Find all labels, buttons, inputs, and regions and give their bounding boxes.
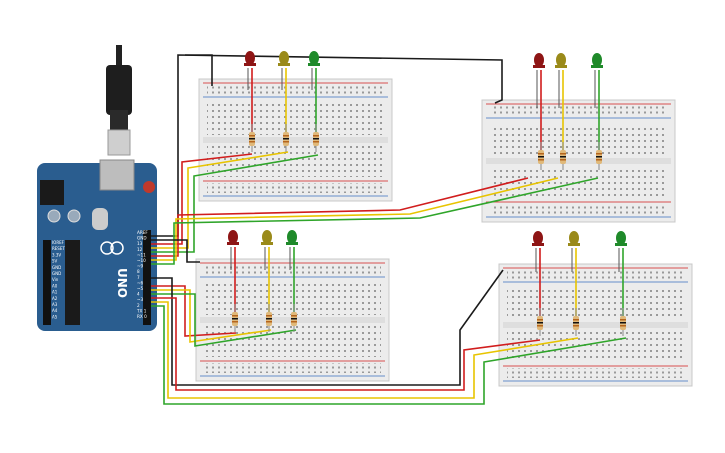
pin-label: A5 (52, 314, 58, 319)
wire-black-bl[interactable] (151, 239, 200, 263)
pin-label: A4 (52, 308, 58, 313)
pin-label: A3 (52, 302, 58, 307)
wire-red-tr[interactable] (151, 177, 529, 257)
wire-green-bl[interactable] (151, 293, 297, 347)
pin-label: GND (137, 236, 147, 241)
led-red-1[interactable] (244, 51, 256, 132)
pin-label: 12 (137, 247, 143, 252)
resistor-3-1[interactable] (232, 304, 238, 332)
wire-green-tr[interactable] (151, 177, 599, 265)
pin-label: ~9 (137, 264, 144, 269)
pin-label: 4 (137, 292, 140, 297)
resistor-1-1[interactable] (249, 124, 255, 152)
resistor-4-3[interactable] (620, 308, 626, 336)
wire-red-tl[interactable] (151, 153, 253, 245)
atmega-chip (65, 240, 80, 325)
uno-label: UNO (115, 268, 129, 298)
pin-label: RX 0 (137, 314, 147, 319)
pin-label: ~10 (137, 258, 146, 263)
wire-yellow-br[interactable] (151, 301, 579, 399)
usb-cable (106, 45, 132, 156)
digital-header (143, 230, 151, 325)
wire-yellow-tl[interactable] (151, 151, 289, 249)
pin-label: 13 (137, 241, 143, 246)
pin-label: ~6 (137, 280, 144, 285)
led-green-2[interactable] (591, 53, 603, 150)
led-green-3[interactable] (286, 230, 298, 312)
led-yellow-2[interactable] (555, 53, 567, 150)
pin-label: GND (52, 265, 61, 270)
breadboard-2[interactable] (481, 99, 676, 223)
pin-label: GND (52, 271, 61, 276)
pin-label: A1 (52, 290, 58, 295)
resistor-4-1[interactable] (537, 308, 543, 336)
pin-label: RESET (52, 246, 65, 251)
wire-yellow-tr[interactable] (151, 177, 559, 261)
led-red-4[interactable] (532, 231, 544, 316)
resistor-2-2[interactable] (560, 142, 566, 170)
pin-label: 7 (137, 275, 140, 280)
pin-label: 5V (52, 259, 58, 264)
pin-label: ~5 (137, 286, 144, 291)
resistor-2-1[interactable] (538, 142, 544, 170)
resistor-3-3[interactable] (291, 304, 297, 332)
power-header (43, 240, 51, 325)
pin-label: AREF (137, 230, 148, 235)
led-yellow-3[interactable] (261, 230, 273, 312)
reset-button[interactable] (143, 181, 155, 193)
pin-label: ~3 (137, 297, 144, 302)
wire-black-br[interactable] (151, 269, 504, 386)
pin-label: 3.3V (52, 252, 61, 257)
wire-green-br[interactable] (151, 305, 627, 405)
led-red-2[interactable] (533, 53, 545, 150)
infinity-logo-icon (100, 241, 114, 255)
breadboard-4[interactable] (498, 263, 693, 387)
led-yellow-1[interactable] (278, 51, 290, 132)
resistor-1-3[interactable] (313, 124, 319, 152)
pin-label: IOREF (52, 240, 65, 245)
pin-label: A0 (52, 283, 58, 288)
pin-label: 2 (137, 303, 140, 308)
led-green-1[interactable] (308, 51, 320, 132)
wire-red-br[interactable] (151, 297, 541, 391)
led-red-3[interactable] (227, 230, 239, 312)
resistor-4-2[interactable] (573, 308, 579, 336)
pin-label: Vin (52, 277, 59, 282)
breadboard-1[interactable] (198, 78, 393, 202)
pin-label: 8 (137, 269, 140, 274)
wire-yellow-bl[interactable] (151, 289, 272, 343)
resistor-3-2[interactable] (266, 304, 272, 332)
resistor-2-3[interactable] (596, 142, 602, 170)
pin-label: ~11 (137, 252, 146, 257)
pin-label: TX 1 (136, 308, 147, 313)
led-green-4[interactable] (615, 231, 627, 316)
led-yellow-4[interactable] (568, 231, 580, 316)
pin-label: A2 (52, 296, 58, 301)
wire-red-bl[interactable] (151, 285, 237, 337)
wire-black-tl[interactable] (185, 54, 213, 86)
wires (151, 54, 627, 405)
resistor-1-2[interactable] (283, 124, 289, 152)
